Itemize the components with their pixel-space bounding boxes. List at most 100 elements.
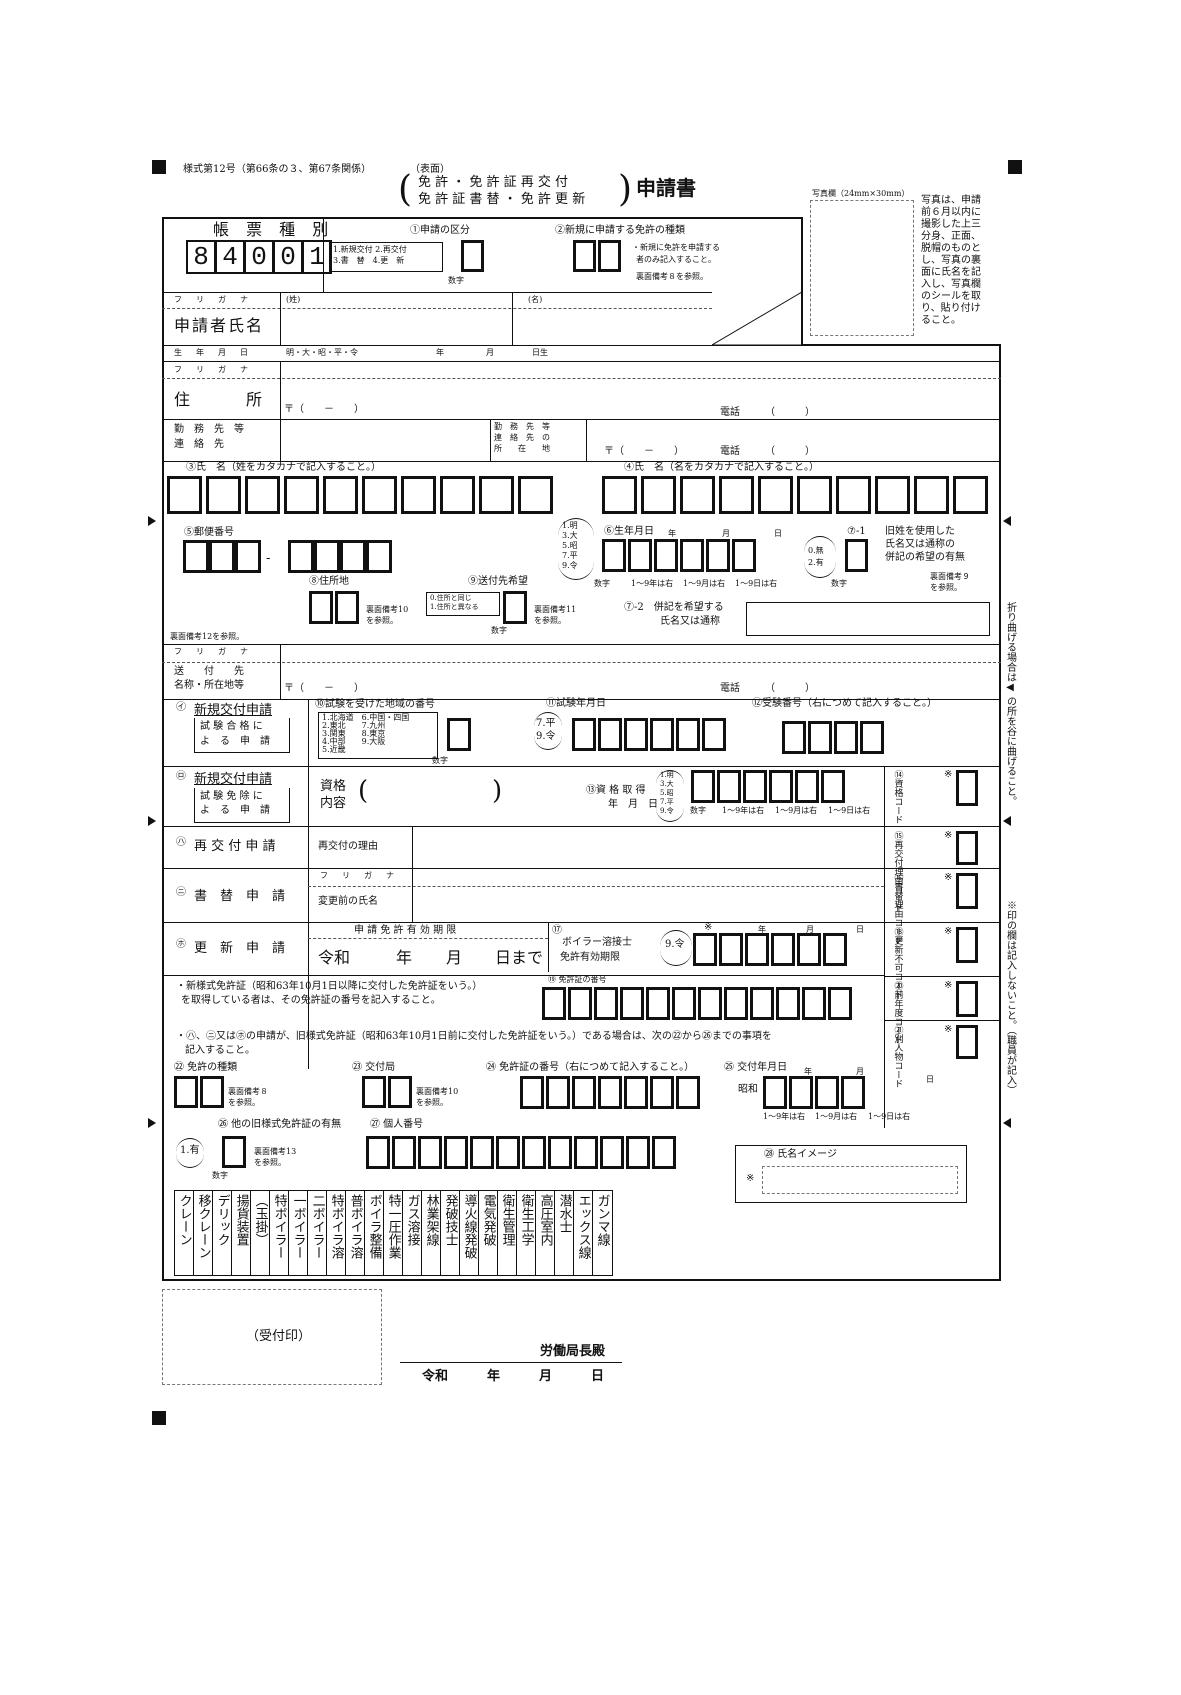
- issue-date-box[interactable]: [815, 1076, 839, 1109]
- personal-number-box[interactable]: [418, 1136, 442, 1169]
- postal-box[interactable]: [288, 540, 314, 573]
- license-number-box[interactable]: [750, 987, 774, 1020]
- given-name-kana-box[interactable]: [914, 476, 949, 514]
- license-number-box[interactable]: [698, 987, 722, 1020]
- photo-box[interactable]: [810, 200, 914, 336]
- old-kind-box[interactable]: [200, 1076, 224, 1108]
- exam-number-box[interactable]: [860, 721, 884, 754]
- old-number-box[interactable]: [520, 1076, 544, 1109]
- surname-kana-box[interactable]: [518, 476, 553, 514]
- personal-number-box[interactable]: [470, 1136, 494, 1169]
- surname-kana-box[interactable]: [167, 476, 202, 514]
- license-number-box[interactable]: [568, 987, 592, 1020]
- old-number-box[interactable]: [624, 1076, 648, 1109]
- personal-number-box[interactable]: [392, 1136, 416, 1169]
- prev-name-input[interactable]: [414, 888, 880, 920]
- surname-kana-box[interactable]: [401, 476, 436, 514]
- license-number-box[interactable]: [802, 987, 826, 1020]
- exam-date-box[interactable]: [572, 718, 596, 751]
- given-name-kana-box[interactable]: [875, 476, 910, 514]
- given-name-kana-box[interactable]: [641, 476, 676, 514]
- given-name-kana-box[interactable]: [680, 476, 715, 514]
- personal-number-box[interactable]: [652, 1136, 676, 1169]
- exam-date-box[interactable]: [624, 718, 648, 751]
- surname-kana-box[interactable]: [479, 476, 514, 514]
- surname-kana-box[interactable]: [284, 476, 319, 514]
- issue-date-box[interactable]: [841, 1076, 865, 1109]
- license-number-box[interactable]: [776, 987, 800, 1020]
- license-number-box[interactable]: [594, 987, 618, 1020]
- personal-number-box[interactable]: [574, 1136, 598, 1169]
- old-number-box[interactable]: [650, 1076, 674, 1109]
- personal-number-box[interactable]: [626, 1136, 650, 1169]
- given-name-kana-box[interactable]: [758, 476, 793, 514]
- exam-date-box[interactable]: [676, 718, 700, 751]
- old-number-box[interactable]: [598, 1076, 622, 1109]
- license-number-box[interactable]: [672, 987, 696, 1020]
- postal-box[interactable]: [209, 540, 235, 573]
- code-input[interactable]: [956, 927, 978, 963]
- surname-kana-box[interactable]: [206, 476, 241, 514]
- postal-box[interactable]: [314, 540, 340, 573]
- birth-date-box[interactable]: [706, 539, 730, 572]
- surname-kana-box[interactable]: [323, 476, 358, 514]
- acq-date-box[interactable]: [795, 770, 819, 803]
- section2-input-2[interactable]: [598, 240, 621, 272]
- personal-number-box[interactable]: [522, 1136, 546, 1169]
- exam-date-box[interactable]: [650, 718, 674, 751]
- code-input[interactable]: [956, 981, 978, 1017]
- old-number-box[interactable]: [572, 1076, 596, 1109]
- postal-box[interactable]: [366, 540, 392, 573]
- region-input[interactable]: [447, 718, 471, 751]
- birth-date-box[interactable]: [628, 539, 652, 572]
- acq-date-box[interactable]: [691, 770, 715, 803]
- residence-box[interactable]: [309, 591, 333, 624]
- office-box[interactable]: [362, 1076, 386, 1108]
- postal-box[interactable]: [183, 540, 209, 573]
- issue-date-box[interactable]: [789, 1076, 813, 1109]
- code-input[interactable]: [956, 1025, 978, 1059]
- send-input[interactable]: [503, 591, 527, 624]
- welder-date-box[interactable]: [823, 933, 847, 966]
- code-input[interactable]: [956, 873, 978, 909]
- birth-date-box[interactable]: [732, 539, 756, 572]
- qual-input[interactable]: [374, 778, 488, 810]
- code-input[interactable]: [956, 770, 978, 806]
- surname-kana-box[interactable]: [440, 476, 475, 514]
- receipt-stamp-area[interactable]: [162, 1289, 382, 1385]
- q72-input[interactable]: [746, 602, 990, 636]
- exam-date-box[interactable]: [598, 718, 622, 751]
- acq-date-box[interactable]: [821, 770, 845, 803]
- given-name-kana-box[interactable]: [953, 476, 988, 514]
- section2-input-1[interactable]: [573, 240, 596, 272]
- birth-date-box[interactable]: [654, 539, 678, 572]
- postal-box[interactable]: [235, 540, 261, 573]
- license-number-box[interactable]: [724, 987, 748, 1020]
- birth-date-box[interactable]: [602, 539, 626, 572]
- exam-date-box[interactable]: [702, 718, 726, 751]
- acq-date-box[interactable]: [769, 770, 793, 803]
- license-number-box[interactable]: [542, 987, 566, 1020]
- personal-number-box[interactable]: [496, 1136, 520, 1169]
- welder-date-box[interactable]: [693, 933, 717, 966]
- given-name-kana-box[interactable]: [797, 476, 832, 514]
- other-license-input[interactable]: [222, 1136, 246, 1168]
- office-box[interactable]: [388, 1076, 412, 1108]
- welder-date-box[interactable]: [745, 933, 769, 966]
- license-number-box[interactable]: [646, 987, 670, 1020]
- welder-date-box[interactable]: [719, 933, 743, 966]
- personal-number-box[interactable]: [600, 1136, 624, 1169]
- exam-number-box[interactable]: [834, 721, 858, 754]
- postal-box[interactable]: [340, 540, 366, 573]
- q71-input[interactable]: [845, 539, 868, 572]
- personal-number-box[interactable]: [444, 1136, 468, 1169]
- birth-date-box[interactable]: [680, 539, 704, 572]
- exam-number-box[interactable]: [808, 721, 832, 754]
- name-image-input[interactable]: [762, 1166, 958, 1194]
- exam-number-box[interactable]: [782, 721, 806, 754]
- given-name-kana-box[interactable]: [719, 476, 754, 514]
- issue-date-box[interactable]: [763, 1076, 787, 1109]
- license-number-box[interactable]: [828, 987, 852, 1020]
- residence-box[interactable]: [335, 591, 359, 624]
- old-number-box[interactable]: [676, 1076, 700, 1109]
